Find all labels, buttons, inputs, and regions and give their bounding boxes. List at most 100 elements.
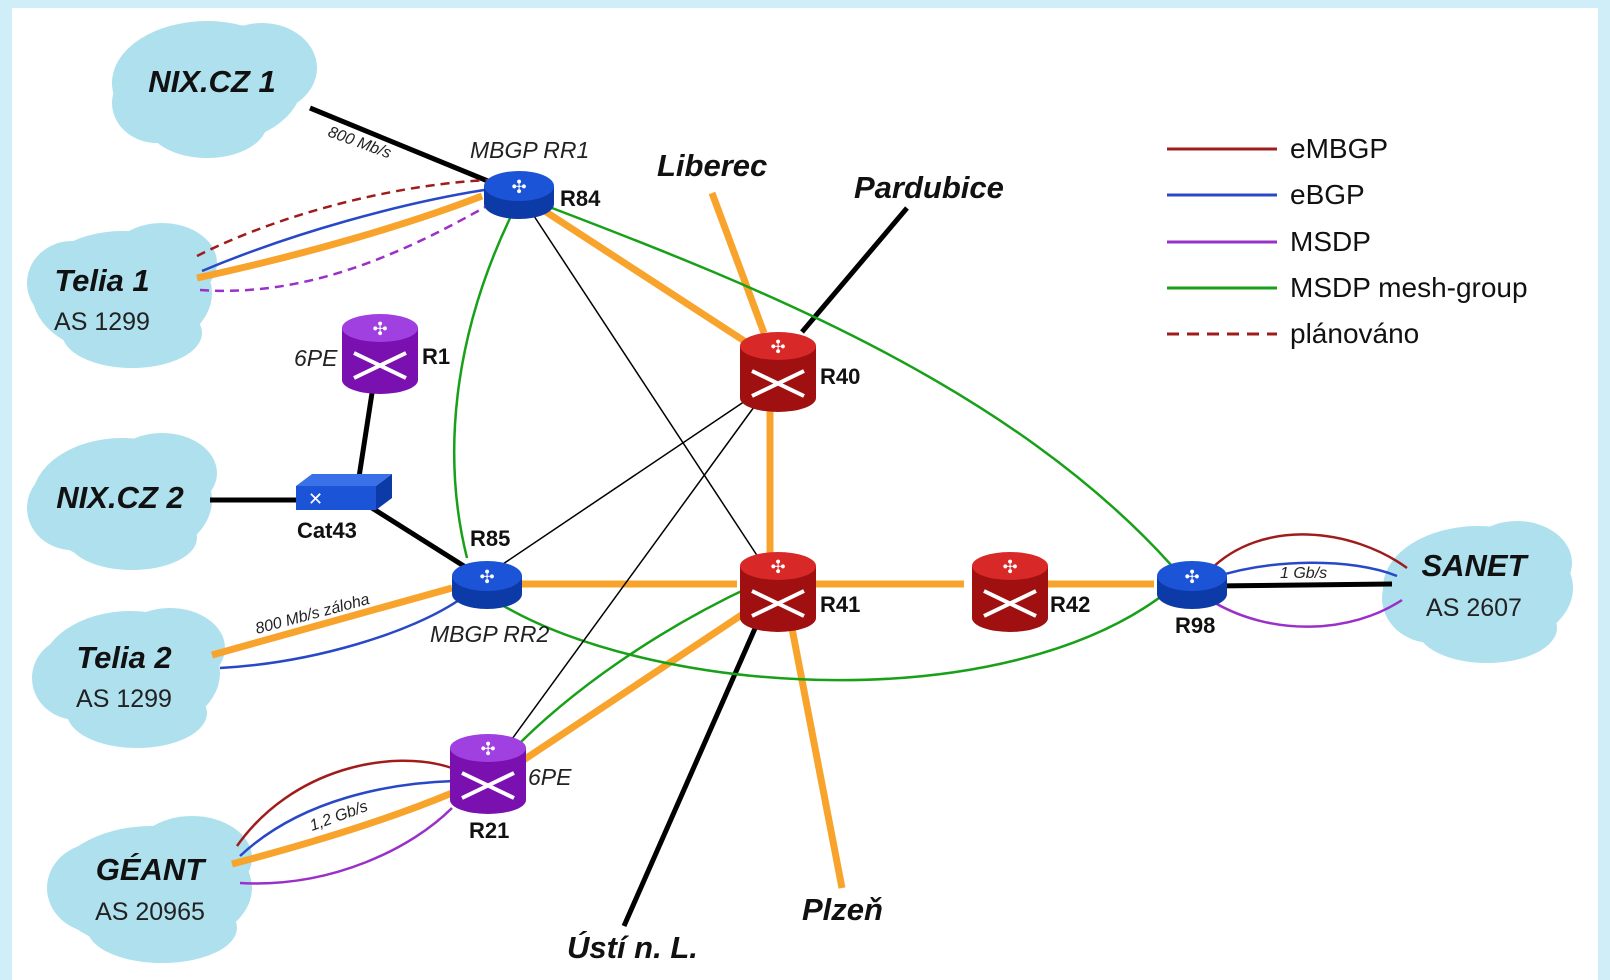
node-label: R85 (470, 526, 510, 551)
legend-item-msdp: MSDP (1167, 226, 1371, 257)
legend-item-planned: plánováno (1167, 318, 1419, 349)
legend-item-ebgp: eBGP (1167, 179, 1365, 210)
cloud-nix1: NIX.CZ 1 (112, 21, 317, 158)
router-arrows-icon: ✣ (511, 177, 526, 198)
link-r41-plzen (786, 617, 846, 889)
cloud-sanet: SANET AS 2607 (1382, 521, 1573, 663)
cloud-geant: GÉANT AS 20965 (47, 816, 252, 963)
legend-label: MSDP (1290, 226, 1371, 257)
legend-label: eMBGP (1290, 133, 1388, 164)
router-arrows-icon: ✣ (1002, 557, 1017, 578)
router-cross-icon (461, 771, 515, 800)
router-cross-icon (751, 589, 805, 618)
link-sanet-ebgp (1211, 561, 1398, 580)
legend-label: plánováno (1290, 318, 1419, 349)
link-cat43-r1 (354, 392, 375, 491)
node-label: R98 (1175, 613, 1215, 638)
link-r40-pardubice (800, 206, 909, 334)
node-role: 6PE (528, 764, 572, 790)
cloud-title: NIX.CZ 1 (148, 64, 275, 99)
link-telia1-msdp-planned (199, 204, 488, 293)
link-mesh-r84-r98 (551, 206, 1173, 567)
node-label: R21 (469, 818, 509, 843)
cloud-title: SANET (1421, 548, 1529, 583)
cloud-as: AS 2607 (1426, 594, 1522, 622)
link-cat43-r85 (370, 505, 469, 571)
link-mesh-r84-r85 (453, 213, 514, 559)
diagram-panel: NIX.CZ 1 Telia 1 AS 1299 NIX.CZ 2 Telia … (12, 8, 1598, 980)
link-geant-msdp (239, 807, 453, 885)
cloud-title: NIX.CZ 2 (56, 480, 183, 515)
router-arrows-icon: ✣ (770, 337, 785, 358)
link-nix1-r84 (309, 105, 501, 189)
links (196, 105, 1408, 928)
cloud-title: GÉANT (96, 852, 208, 887)
switch-cross-icon: ✕ (308, 489, 323, 510)
router-cross-icon (751, 369, 805, 398)
switch-cat43[interactable]: ✕ Cat43 (296, 474, 392, 543)
link-telia2-ebgp (219, 596, 463, 670)
cloud-telia2: Telia 2 AS 1299 (32, 608, 225, 748)
node-role: 6PE (294, 345, 338, 371)
network-diagram: NIX.CZ 1 Telia 1 AS 1299 NIX.CZ 2 Telia … (27, 21, 1573, 965)
cloud-title: Telia 2 (76, 640, 171, 675)
link-label-sanet: 1 Gb/s (1280, 565, 1327, 582)
link-mesh-r21-r41 (506, 584, 753, 757)
link-sanet-msdp (1209, 598, 1403, 628)
router-r84[interactable]: ✣ R84 MBGP RR1 (470, 137, 601, 219)
legend-item-mesh-group: MSDP mesh-group (1167, 272, 1528, 303)
cloud-as: AS 1299 (54, 308, 150, 336)
link-telia1-ebgp (201, 188, 485, 273)
cloud-title: Telia 1 (54, 263, 149, 298)
link-r85-r40 (496, 392, 758, 569)
link-telia2-r85 (211, 584, 453, 659)
router-arrows-icon: ✣ (479, 567, 494, 588)
router-cross-icon (353, 351, 407, 380)
node-role: MBGP RR2 (430, 621, 549, 647)
router-r41[interactable]: ✣ R41 (740, 552, 860, 632)
link-geant-r21 (231, 789, 454, 868)
legend-label: MSDP mesh-group (1290, 272, 1528, 303)
node-label: R84 (560, 186, 601, 211)
router-cross-icon (983, 589, 1037, 618)
router-arrows-icon: ✣ (770, 557, 785, 578)
legend: eMBGP eBGP MSDP MSDP mesh-group plánován… (1167, 133, 1528, 349)
legend-item-embgp: eMBGP (1167, 133, 1388, 164)
node-label: R1 (422, 344, 450, 369)
link-geant-embgp (235, 759, 453, 847)
city-usti: Ústí n. L. (567, 930, 698, 965)
router-r98[interactable]: ✣ R98 (1157, 561, 1227, 638)
node-label: R42 (1050, 592, 1090, 617)
cloud-telia1: Telia 1 AS 1299 (27, 223, 217, 368)
cloud-as: AS 1299 (76, 685, 172, 713)
link-r21-r40 (503, 395, 763, 751)
link-r21-r41 (502, 605, 754, 776)
link-telia1-planned (196, 178, 491, 258)
router-arrows-icon: ✣ (480, 739, 495, 760)
link-geant-ebgp (239, 779, 455, 857)
link-r41-usti (621, 606, 767, 928)
router-r42[interactable]: ✣ R42 (972, 552, 1090, 632)
link-telia1-r84 (196, 192, 484, 282)
router-arrows-icon: ✣ (372, 319, 387, 340)
node-label: Cat43 (297, 518, 357, 543)
link-r84-r41 (531, 212, 763, 564)
city-plzen: Plzeň (802, 892, 883, 927)
link-r84-r40 (538, 205, 754, 349)
legend-label: eBGP (1290, 179, 1365, 210)
cloud-as: AS 20965 (95, 898, 205, 926)
node-label: R41 (820, 592, 860, 617)
cloud-nix2: NIX.CZ 2 (27, 433, 217, 570)
router-r85[interactable]: ✣ R85 MBGP RR2 (430, 526, 549, 647)
link-mesh-r85-r98 (501, 587, 1173, 682)
link-liberec-r40 (708, 191, 768, 335)
link-sanet-embgp (1209, 533, 1408, 571)
router-r1[interactable]: ✣ R1 6PE (294, 314, 450, 394)
router-r21[interactable]: ✣ R21 6PE (450, 734, 572, 843)
city-liberec: Liberec (657, 148, 767, 183)
node-label: R40 (820, 364, 860, 389)
node-role: MBGP RR1 (470, 137, 589, 163)
router-r40[interactable]: ✣ R40 (740, 332, 860, 412)
link-r98-sanet (1211, 581, 1393, 589)
